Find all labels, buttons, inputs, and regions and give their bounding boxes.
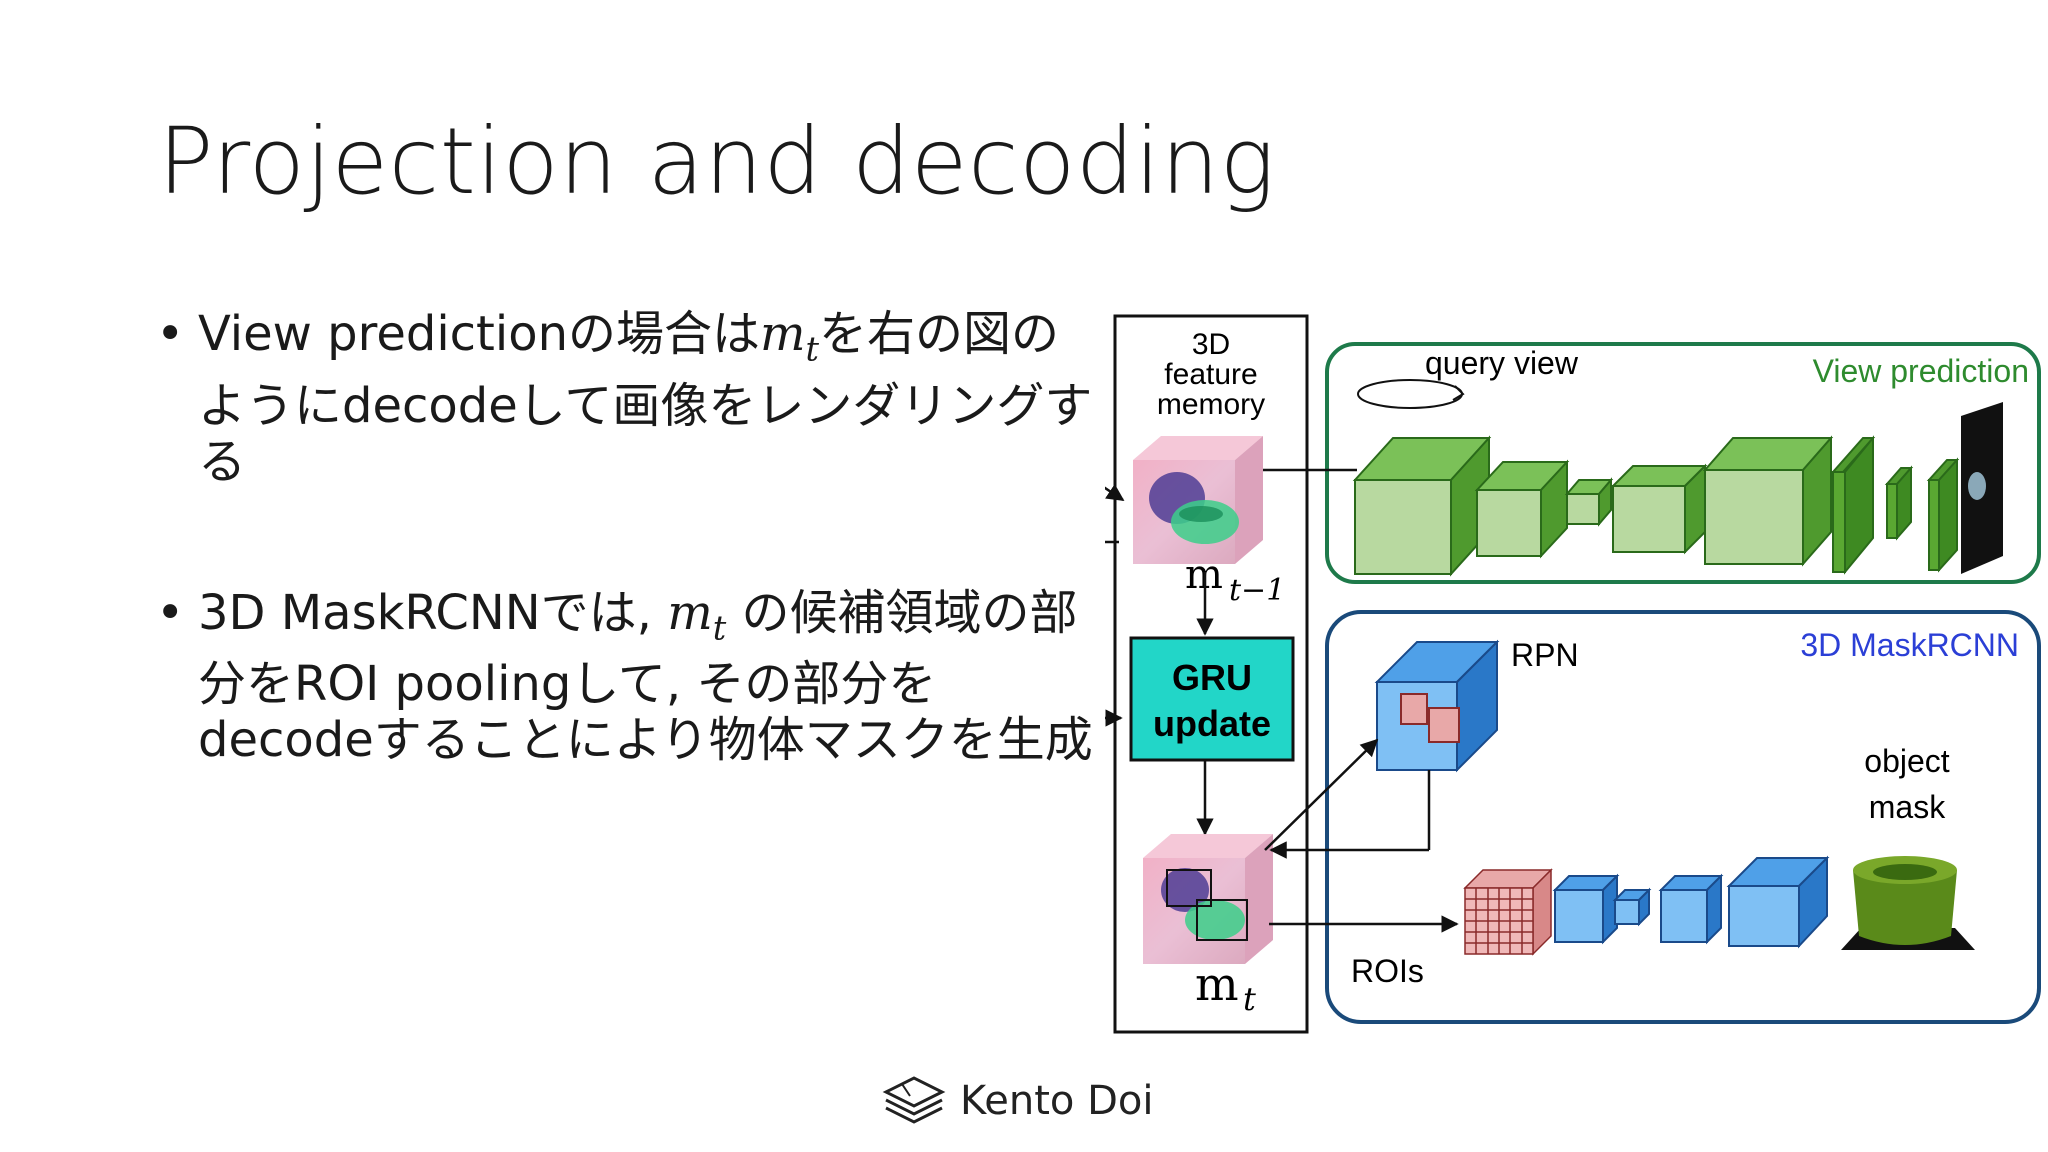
memory-label-line1: 3D — [1192, 328, 1230, 361]
bullet-dot: • — [156, 306, 185, 362]
gru-label: GRU — [1172, 657, 1252, 698]
gru-update-box — [1129, 636, 1295, 762]
maskrcnn-title: 3D MaskRCNN — [1800, 627, 2019, 663]
slide-title: Projection and decoding — [158, 108, 1276, 215]
bullet-dot: • — [156, 584, 185, 641]
mask-label: mask — [1869, 789, 1946, 825]
rpn-label: RPN — [1511, 637, 1579, 673]
object-label: object — [1864, 743, 1950, 779]
memory-current-sub: t — [1243, 980, 1256, 1018]
memory-current-label: m — [1195, 957, 1239, 1011]
memory-cube-prev — [1133, 436, 1263, 564]
memory-label-line2: feature — [1164, 358, 1257, 391]
memory-label-line3: memory — [1157, 388, 1265, 421]
memory-prev-sub: t−1 — [1229, 573, 1285, 608]
architecture-diagram: 3D feature memory m t−1 GRU update m t V… — [1105, 314, 2041, 1034]
presenter-name: Kento Doi — [960, 1078, 1154, 1124]
bullet-2-post: の候補領域の部分をROI poolingして, その部分をdecodeすることに… — [198, 584, 1093, 769]
bullet-view-prediction: • View predictionの場合はmtを右の図のようにdecodeして画… — [150, 306, 1100, 490]
update-label: update — [1153, 703, 1271, 744]
bullet-maskrcnn: • 3D MaskRCNNでは, mt の候補領域の部分をROI pooling… — [150, 585, 1100, 769]
rois-label: ROIs — [1351, 953, 1424, 989]
memory-column-frame — [1113, 314, 1309, 1034]
view-decoder-cubes — [1352, 435, 1960, 577]
bullet-2-pre: 3D MaskRCNNでは, — [198, 584, 668, 641]
memory-cube-current — [1143, 834, 1273, 964]
roi-grid-cube — [1463, 868, 1553, 956]
query-view-rotate-icon — [1357, 379, 1463, 409]
bullet-1-pre: View predictionの場合は — [198, 306, 760, 362]
presenter-logo-icon — [882, 1076, 946, 1124]
bullet-list: • View predictionの場合はmtを右の図のようにdecodeして画… — [150, 306, 1100, 768]
bullet-2-math: mt — [667, 584, 727, 648]
maskrcnn-panel — [1325, 610, 2041, 1024]
bullet-1-post: を右の図のようにdecodeして画像をレンダリングする — [198, 306, 1093, 490]
presenter-footer: Kento Doi — [880, 1066, 1153, 1136]
object-mask-voxels — [1841, 856, 1975, 950]
rpn-cube — [1374, 639, 1500, 773]
view-prediction-title: View prediction — [1813, 353, 2029, 389]
bullet-1-math: mt — [760, 306, 820, 369]
view-prediction-panel — [1325, 342, 2041, 584]
mask-decoder-cubes — [1552, 855, 1830, 949]
arrow-current-to-rpn — [1264, 738, 1379, 851]
query-view-label: query view — [1425, 345, 1579, 381]
